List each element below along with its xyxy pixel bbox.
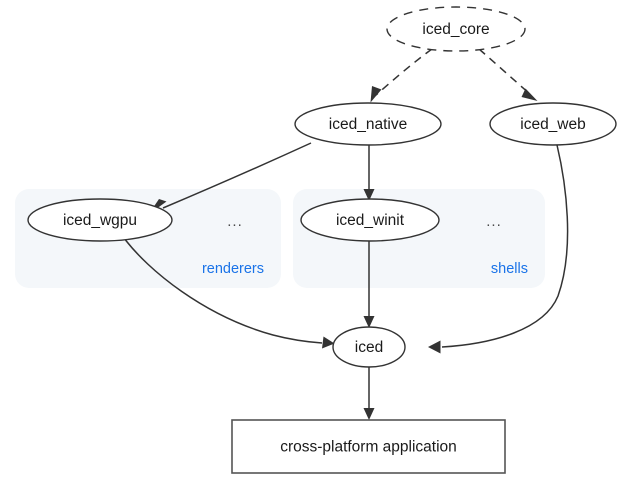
edge-iced-native-to-iced-winit xyxy=(363,145,375,201)
node-iced-web[interactable]: iced_web xyxy=(489,102,617,146)
edge-iced-winit-to-iced xyxy=(363,240,375,328)
edge-iced-wgpu-to-iced xyxy=(123,237,335,349)
node-iced-winit-shape xyxy=(300,198,440,242)
edge-iced-core-to-iced-native xyxy=(370,48,433,103)
node-iced-wgpu[interactable]: iced_wgpu xyxy=(27,198,173,242)
cluster-shells-label: shells xyxy=(491,261,528,277)
edge-iced-to-application xyxy=(363,367,375,420)
node-iced-core[interactable]: iced_core xyxy=(386,6,526,52)
node-iced-winit[interactable]: iced_winit xyxy=(300,198,440,242)
node-application-label: cross-platform application xyxy=(280,439,457,456)
node-iced-native-label: iced_native xyxy=(329,116,407,133)
node-iced-label: iced xyxy=(355,339,383,356)
node-iced-web-shape xyxy=(489,102,617,146)
node-iced-native[interactable]: iced_native xyxy=(294,102,442,146)
renderers-more-ellipsis: ... xyxy=(227,213,243,230)
node-iced-core-label: iced_core xyxy=(422,21,489,38)
edge-iced-core-to-iced-web xyxy=(478,48,538,101)
node-iced-web-label: iced_web xyxy=(520,116,586,133)
node-cross-platform-application[interactable]: cross-platform application xyxy=(231,419,506,474)
node-iced-wgpu-label: iced_wgpu xyxy=(63,212,137,229)
edge-iced-web-to-iced xyxy=(428,144,569,354)
shells-more-ellipsis: ... xyxy=(486,213,502,230)
node-iced-wgpu-shape xyxy=(27,198,173,242)
node-iced-shape xyxy=(332,326,406,368)
node-application-shape xyxy=(231,419,506,474)
node-iced[interactable]: iced xyxy=(332,326,406,368)
cluster-renderers-label: renderers xyxy=(202,261,264,277)
node-iced-core-shape xyxy=(386,6,526,52)
node-iced-winit-label: iced_winit xyxy=(336,212,405,229)
node-iced-native-shape xyxy=(294,102,442,146)
